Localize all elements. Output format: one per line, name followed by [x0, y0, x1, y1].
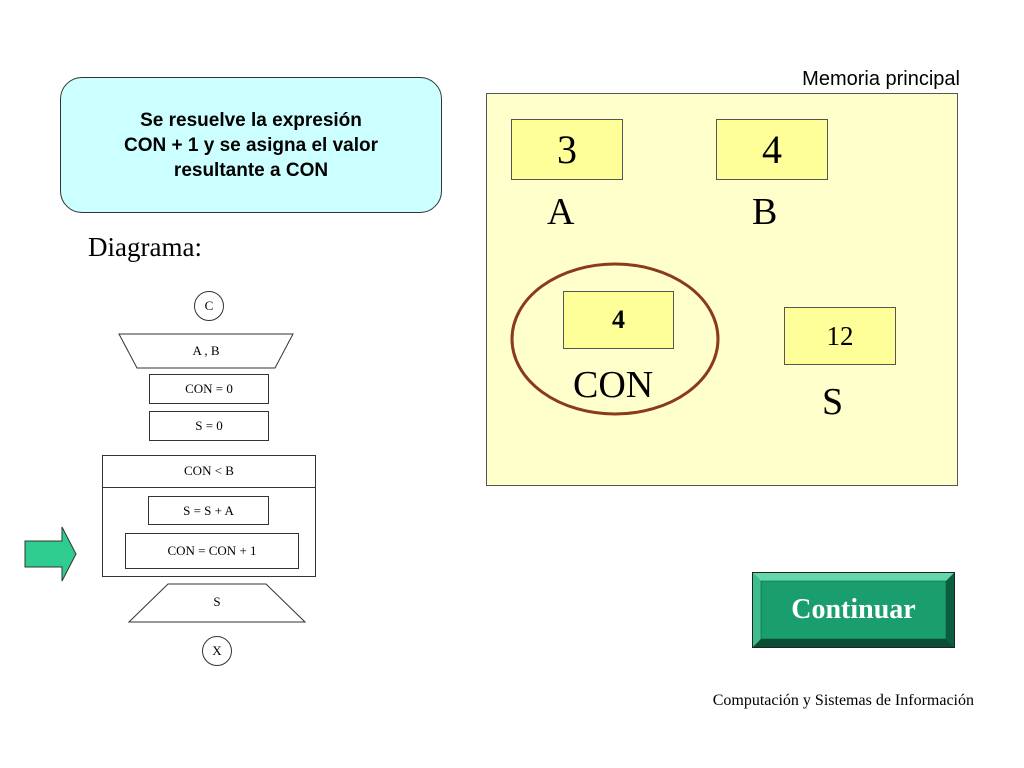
flow-end-node: X [202, 636, 232, 666]
flow-init-s: S = 0 [149, 411, 269, 441]
flow-init-con: CON = 0 [149, 374, 269, 404]
flow-loop-step-sum: S = S + A [148, 496, 269, 525]
continue-button-label: Continuar [791, 594, 916, 625]
highlight-circle [510, 262, 720, 416]
memory-cell-b-value: 4 [716, 119, 828, 180]
memory-cell-b-name: B [752, 191, 778, 233]
callout-line-1: Se resuelve la expresión [140, 109, 362, 131]
continue-button[interactable]: Continuar [752, 572, 955, 648]
flow-loop-divider [102, 487, 316, 488]
flow-start-node: C [194, 291, 224, 321]
flow-input-shape [118, 333, 294, 369]
callout-line-2: CON + 1 y se asigna el valor [124, 134, 378, 156]
flow-output-label: S [213, 594, 221, 609]
memory-cell-s-value: 12 [784, 307, 896, 365]
footer-text: Computación y Sistemas de Información [712, 692, 974, 709]
diagram-title: Diagrama: [88, 232, 202, 262]
flow-input-label: A , B [192, 343, 220, 358]
flow-output-shape [128, 583, 306, 623]
memory-cell-a-value: 3 [511, 119, 623, 180]
memory-cell-s-name: S [822, 381, 844, 423]
flow-loop-step-increment: CON = CON + 1 [125, 533, 299, 569]
current-step-arrow-icon [24, 526, 77, 582]
instruction-callout: Se resuelve la expresión CON + 1 y se as… [60, 77, 442, 213]
memory-cell-con-value: 4 [563, 291, 674, 349]
callout-line-3: resultante a CON [173, 159, 329, 181]
flow-loop-condition: CON < B [184, 463, 234, 478]
memory-cell-con-name: CON [573, 364, 654, 406]
memory-cell-a-name: A [547, 191, 575, 233]
memory-title: Memoria principal [802, 68, 960, 90]
continue-button-bevel [752, 572, 955, 648]
